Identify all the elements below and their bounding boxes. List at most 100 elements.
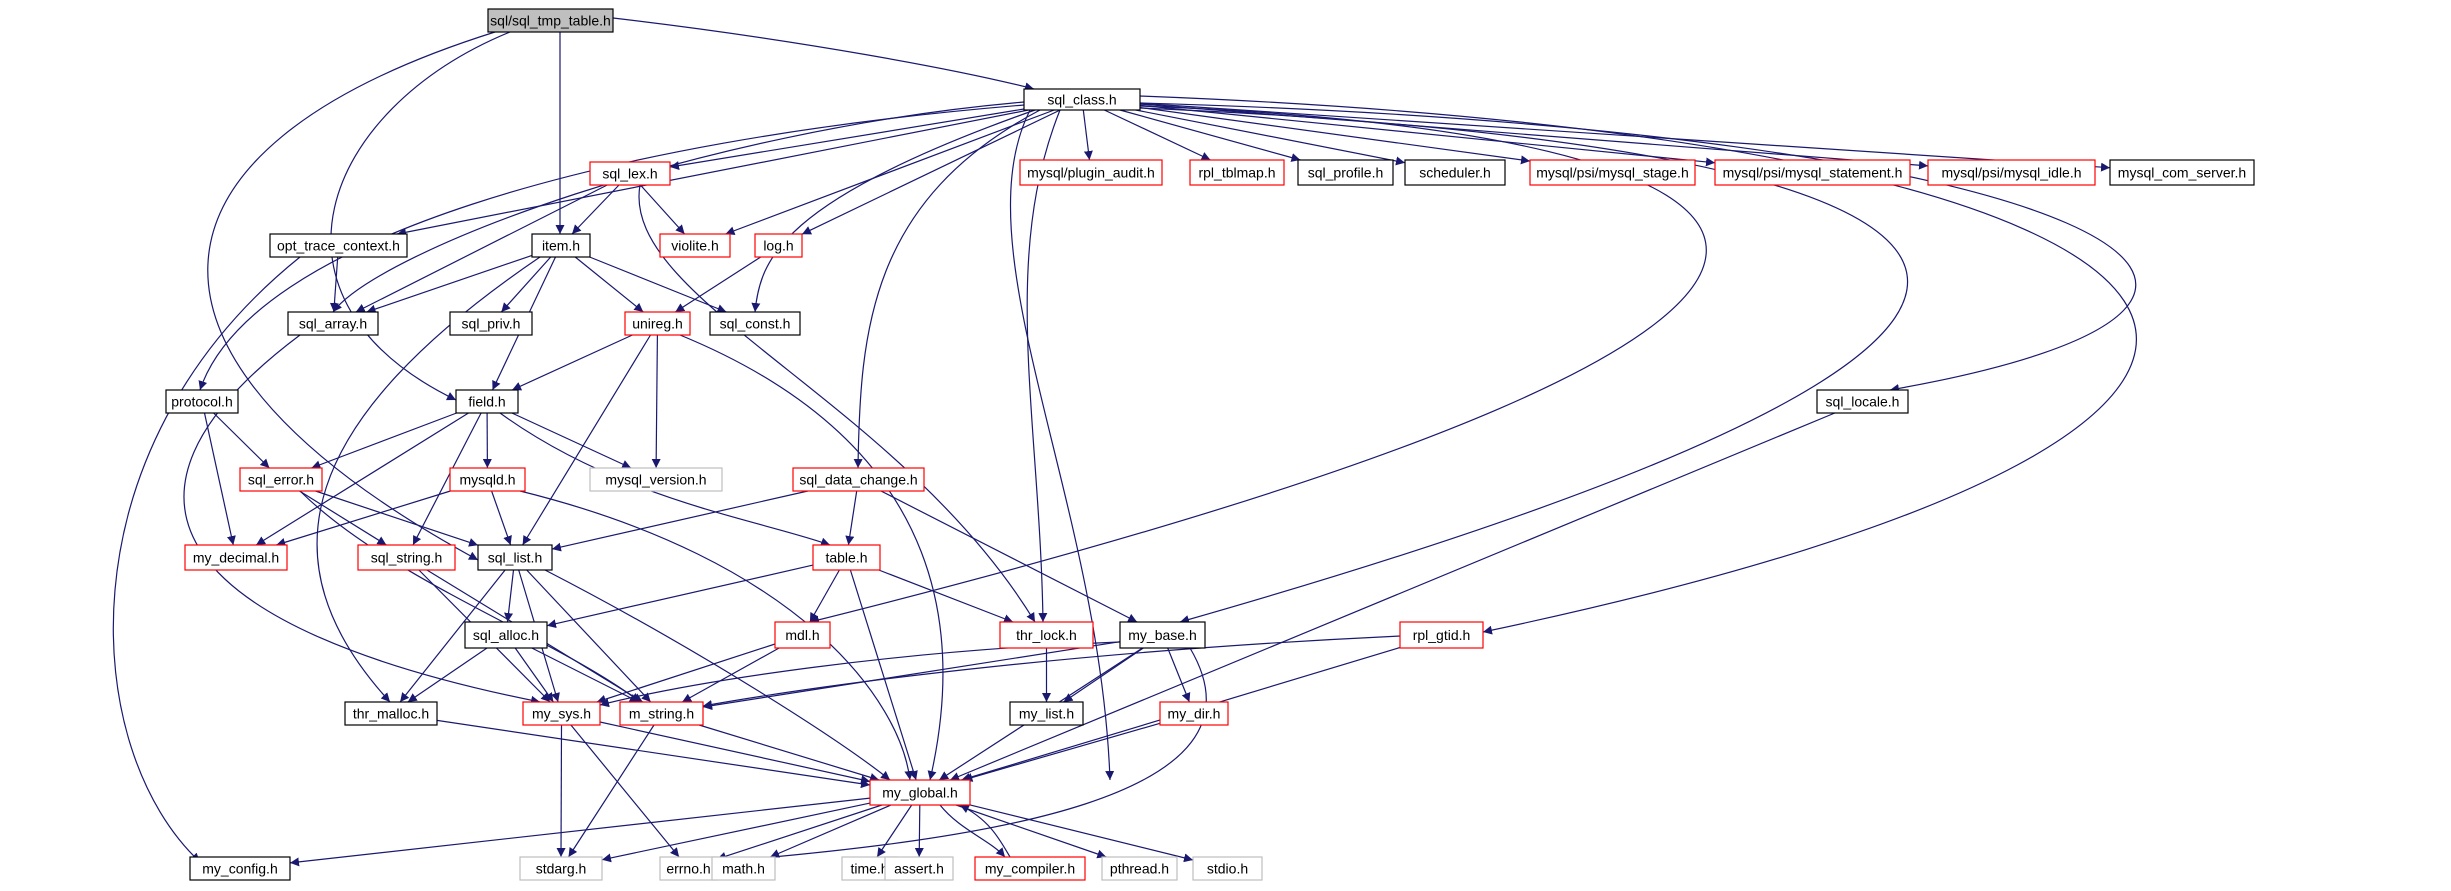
node-label: my_decimal.h: [193, 550, 279, 566]
edge-arrow: [556, 724, 566, 858]
node-table[interactable]: table.h: [812, 544, 881, 571]
node-sql_data_change[interactable]: sql_data_change.h: [792, 467, 925, 492]
edge-sql_class-to-log: [801, 109, 1061, 235]
node-opt_trace_context[interactable]: opt_trace_context.h: [269, 233, 408, 258]
node-violite[interactable]: violite.h: [659, 233, 731, 258]
node-label: sql_lex.h: [602, 166, 657, 182]
edge-arrow: [801, 109, 1061, 235]
node-unireg[interactable]: unireg.h: [624, 311, 691, 336]
edge-sql_data_change-to-sql_list: [551, 490, 809, 552]
node-mysql_version[interactable]: mysql_version.h: [589, 467, 723, 492]
edge-arrow: [289, 797, 871, 867]
node-stdarg[interactable]: stdarg.h: [519, 856, 603, 881]
edge-sql_class-to-opt_trace_context: [396, 109, 1029, 237]
node-my_global[interactable]: my_global.h: [869, 779, 971, 806]
node-sql_locale[interactable]: sql_locale.h: [1816, 389, 1909, 414]
node-pthread[interactable]: pthread.h: [1101, 856, 1178, 881]
node-sql_lex[interactable]: sql_lex.h: [589, 161, 671, 186]
edge-arrow: [198, 104, 1025, 391]
edge-arrow: [355, 184, 608, 313]
edge-arrow: [845, 490, 858, 546]
node-scheduler[interactable]: scheduler.h: [1404, 159, 1506, 186]
node-box: [487, 8, 614, 33]
node-sql_tmp_table[interactable]: sql/sql_tmp_table.h: [487, 8, 614, 33]
node-label: my_base.h: [1128, 627, 1196, 643]
node-label: sql_profile.h: [1308, 165, 1384, 181]
node-sql_list[interactable]: sql_list.h: [477, 544, 553, 571]
edge-sql_alloc-to-thr_malloc: [407, 647, 488, 703]
node-sql_string[interactable]: sql_string.h: [357, 544, 456, 571]
edge-arrow: [407, 647, 488, 703]
edge-my_base-to-my_sys: [599, 641, 1121, 708]
edge-sql_locale-to-my_global: [949, 412, 1836, 781]
node-sql_array[interactable]: sql_array.h: [287, 311, 379, 336]
node-my_list[interactable]: my_list.h: [1009, 701, 1084, 726]
node-mysql_plugin_audit[interactable]: mysql/plugin_audit.h: [1019, 159, 1163, 186]
edge-arrow: [112, 256, 301, 863]
edge-mysqld-to-sql_list: [491, 490, 512, 546]
node-field[interactable]: field.h: [455, 389, 519, 414]
node-errno[interactable]: errno.h: [659, 856, 718, 881]
edge-sql_class-to-sql_locale: [1139, 102, 2137, 393]
node-box: [869, 779, 971, 806]
node-label: mysql/psi/mysql_idle.h: [1941, 165, 2081, 181]
node-sql_alloc[interactable]: sql_alloc.h: [464, 621, 548, 649]
node-mysqld[interactable]: mysqld.h: [449, 467, 526, 492]
node-label: my_compiler.h: [985, 861, 1075, 877]
node-my_config[interactable]: my_config.h: [189, 856, 291, 881]
node-mysql_com_server[interactable]: mysql_com_server.h: [2109, 159, 2255, 186]
edge-m_string-to-stdarg: [567, 724, 655, 858]
edge-arrow: [651, 334, 661, 469]
node-my_sys[interactable]: my_sys.h: [522, 701, 601, 726]
node-box: [589, 467, 723, 492]
node-rpl_gtid[interactable]: rpl_gtid.h: [1399, 621, 1484, 649]
node-protocol[interactable]: protocol.h: [165, 389, 239, 414]
edge-my_base-to-m_string: [702, 641, 1121, 711]
edge-arrow: [674, 256, 762, 313]
node-my_dir[interactable]: my_dir.h: [1159, 701, 1229, 726]
edge-arrow: [1139, 107, 1909, 624]
node-log[interactable]: log.h: [754, 233, 803, 258]
edge-arrow: [1139, 104, 1716, 167]
node-thr_lock[interactable]: thr_lock.h: [999, 621, 1094, 649]
node-sql_priv[interactable]: sql_priv.h: [449, 311, 533, 336]
node-label: sql_const.h: [720, 316, 791, 332]
edge-arrow: [511, 412, 632, 469]
node-rpl_tblmap[interactable]: rpl_tblmap.h: [1189, 159, 1285, 186]
node-my_decimal[interactable]: my_decimal.h: [184, 544, 288, 571]
edge-arrow: [969, 804, 1194, 863]
node-m_string[interactable]: m_string.h: [619, 701, 704, 726]
edge-arrow: [366, 254, 533, 314]
node-stdio[interactable]: stdio.h: [1192, 856, 1263, 881]
node-mysql_statement[interactable]: mysql/psi/mysql_statement.h: [1714, 159, 1911, 186]
edge-arrow: [601, 802, 871, 863]
edge-opt_trace_context-to-sql_array: [329, 256, 339, 313]
node-box: [184, 544, 288, 571]
node-box: [1189, 159, 1285, 186]
node-assert[interactable]: assert.h: [884, 856, 954, 881]
node-thr_malloc[interactable]: thr_malloc.h: [344, 701, 438, 726]
edge-arrow: [1119, 109, 1301, 162]
node-sql_profile[interactable]: sql_profile.h: [1297, 159, 1394, 186]
node-item[interactable]: item.h: [531, 233, 591, 258]
edge-my_global-to-stdio: [969, 804, 1194, 863]
node-box: [1101, 856, 1178, 881]
node-sql_class[interactable]: sql_class.h: [1023, 88, 1141, 111]
edge-item-to-sql_priv: [500, 256, 552, 313]
node-mysql_idle[interactable]: mysql/psi/mysql_idle.h: [1927, 159, 2096, 186]
node-math[interactable]: math.h: [711, 856, 776, 881]
node-time[interactable]: time.h: [841, 856, 898, 881]
edge-arrow: [1139, 103, 1929, 170]
node-mysql_stage[interactable]: mysql/psi/mysql_stage.h: [1529, 159, 1696, 186]
node-sql_error[interactable]: sql_error.h: [239, 467, 323, 492]
edge-log-to-unireg: [674, 256, 762, 313]
node-mdl[interactable]: mdl.h: [774, 621, 831, 649]
node-my_compiler[interactable]: my_compiler.h: [974, 856, 1086, 881]
edge-arrow: [213, 412, 270, 469]
edge-sql_list-to-sql_alloc: [504, 569, 515, 623]
edge-sql_class-to-mdl: [809, 105, 1707, 625]
node-my_base[interactable]: my_base.h: [1119, 621, 1206, 649]
node-box: [239, 467, 323, 492]
node-label: field.h: [468, 394, 505, 410]
node-sql_const[interactable]: sql_const.h: [709, 311, 801, 336]
